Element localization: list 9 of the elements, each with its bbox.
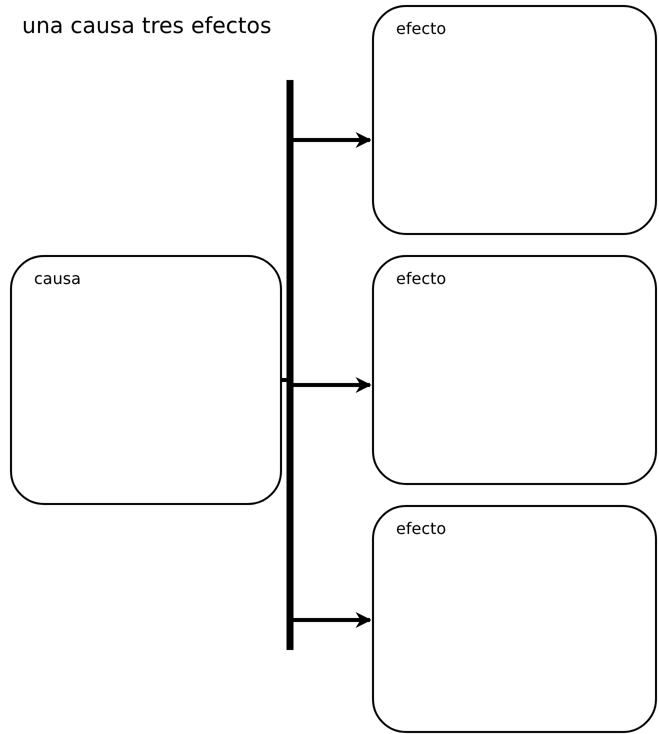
text-box [10,255,282,505]
title: una causa tres efectos [22,14,272,39]
box-heading: causa [34,269,81,288]
box-heading: efecto [396,269,446,288]
text-box [372,505,657,733]
text-box [372,5,657,235]
box-heading: efecto [396,519,446,538]
box-heading: efecto [396,19,446,38]
text-box [372,255,657,485]
